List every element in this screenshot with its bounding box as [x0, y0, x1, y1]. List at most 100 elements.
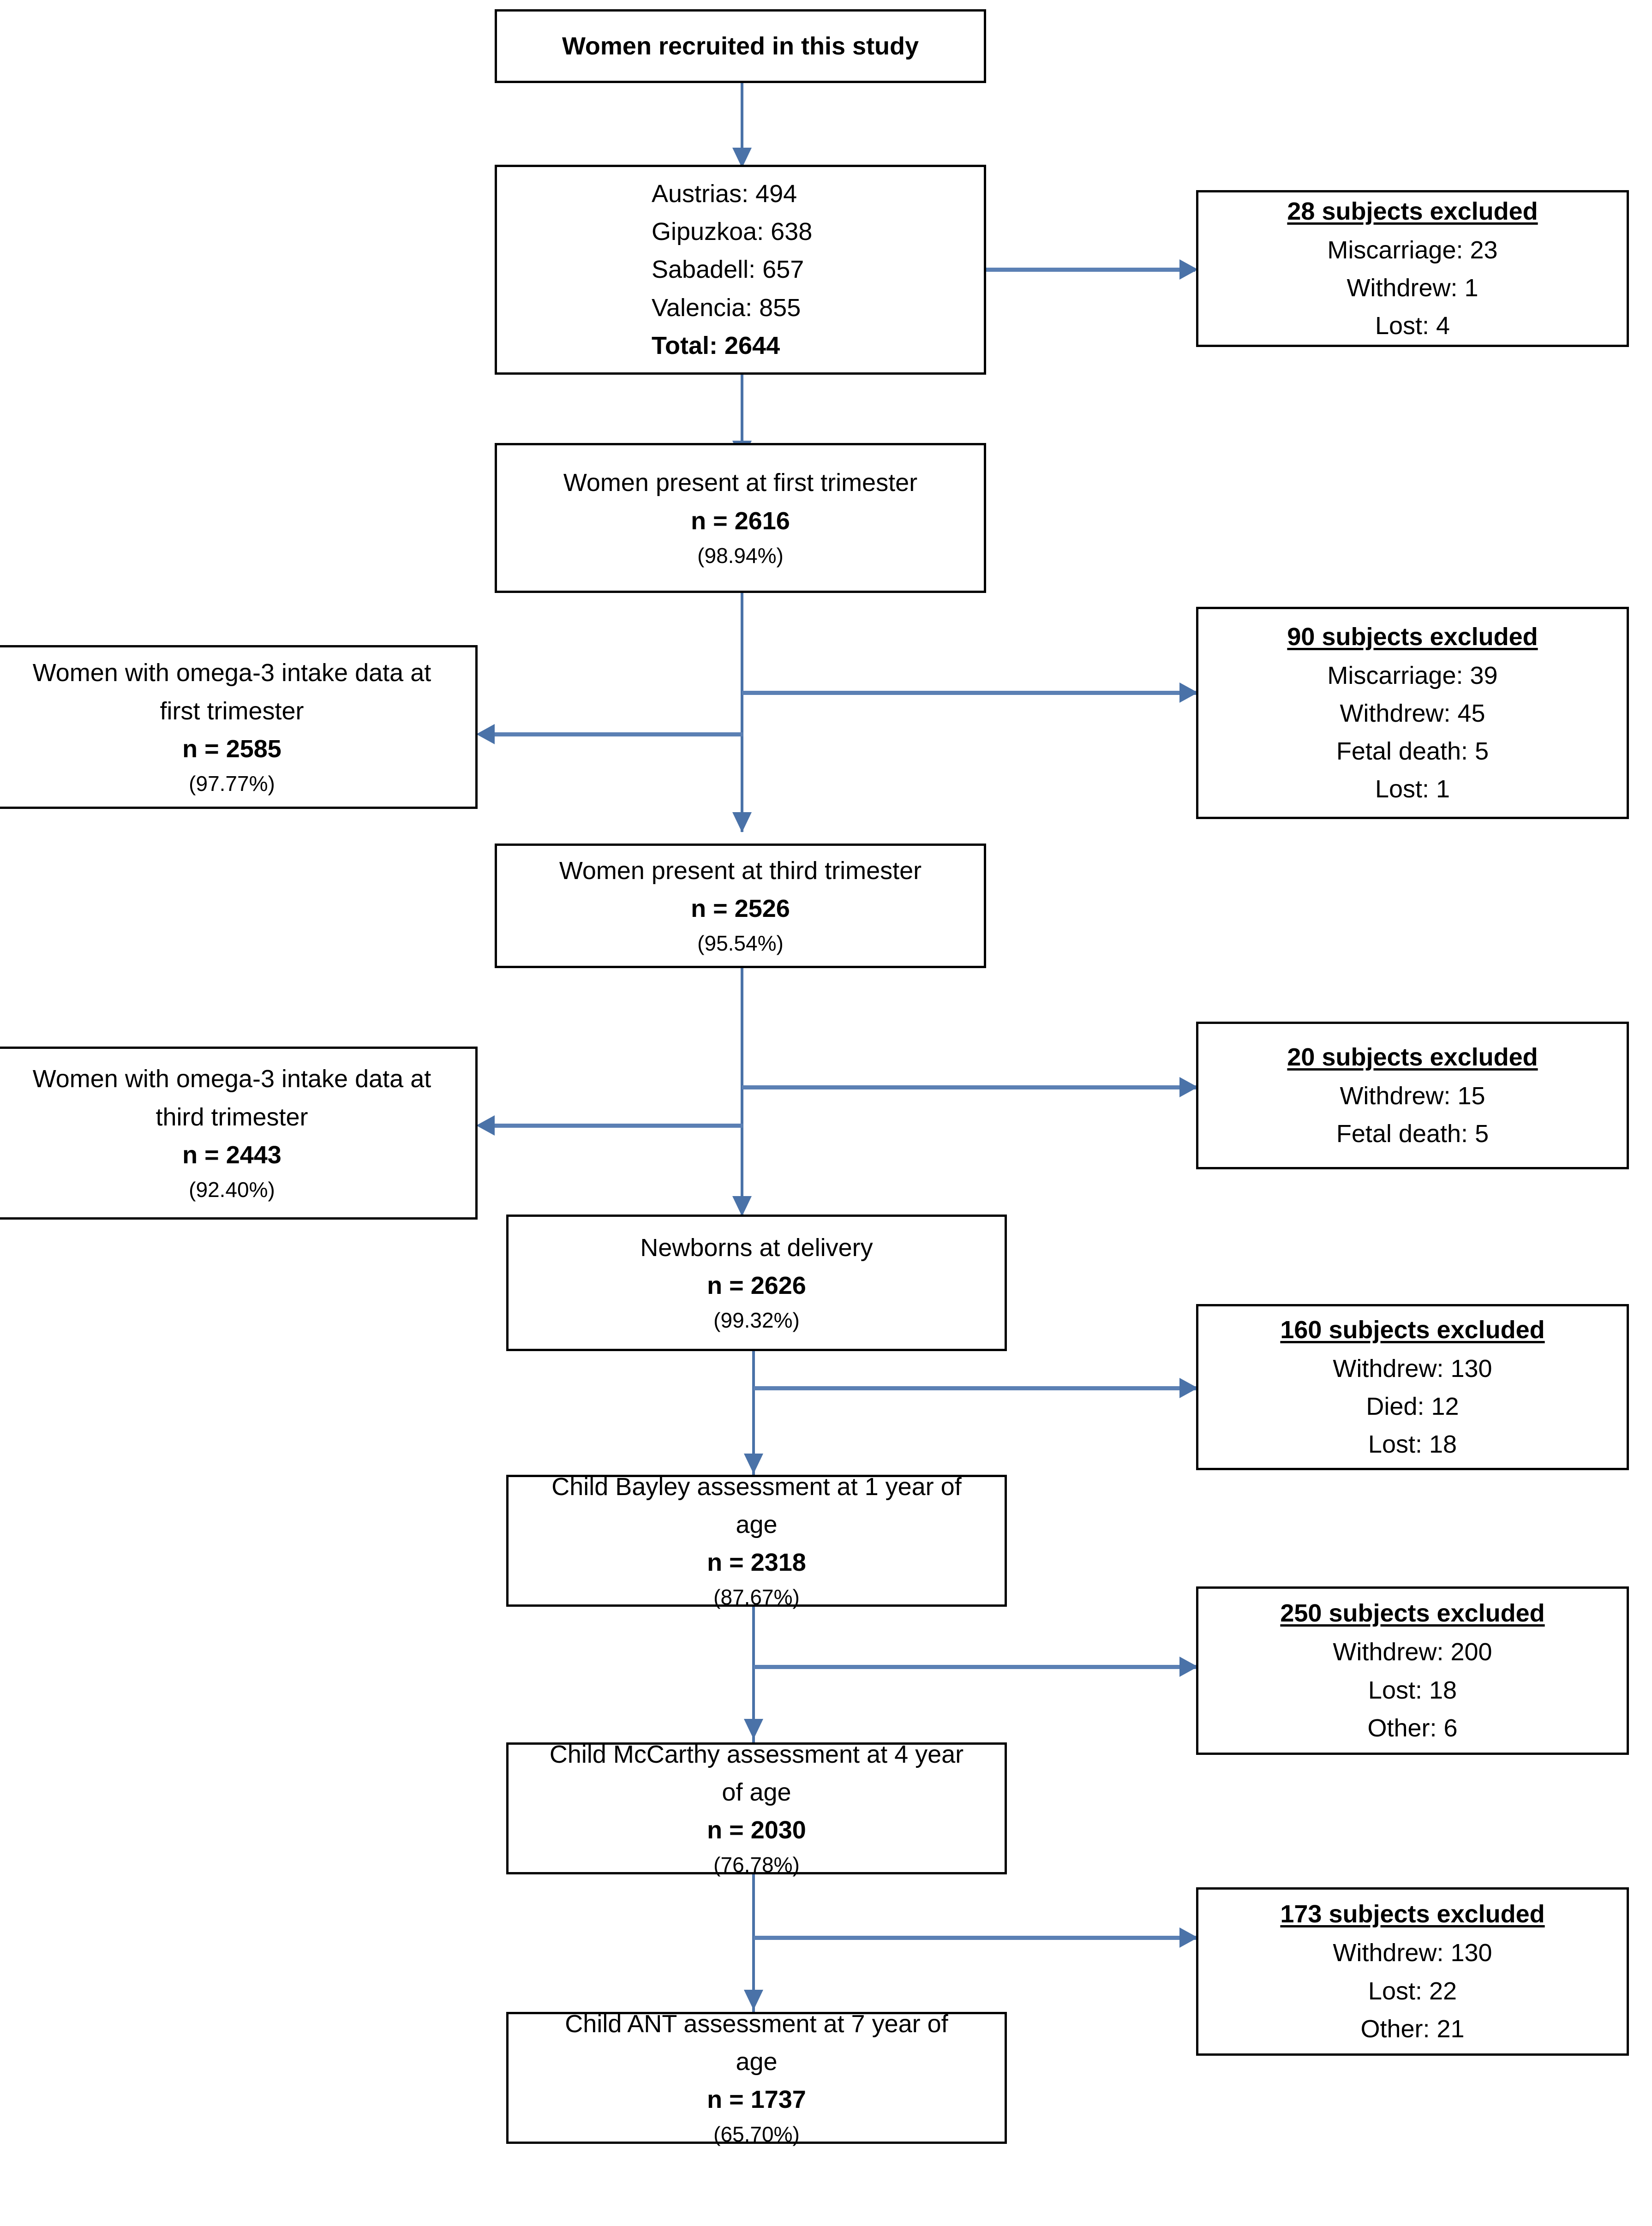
first-trimester-n: n = 2616	[691, 507, 790, 535]
arrow-right-to-excl90	[1179, 682, 1198, 703]
box-excluded-250[interactable]: 250 subjects excluded Withdrew: 200 Lost…	[1196, 1586, 1629, 1755]
newborns-label: Newborns at delivery	[640, 1233, 873, 1262]
first-trimester-pct: (98.94%)	[697, 543, 784, 568]
omega3-third-pct: (92.40%)	[189, 1177, 275, 1202]
connector-branch-to-omega3-third	[495, 1124, 743, 1128]
box-excluded-90[interactable]: 90 subjects excluded Miscarriage: 39 Wit…	[1196, 607, 1629, 819]
excluded-173-heading: 173 subjects excluded	[1280, 1900, 1545, 1928]
box-excluded-160[interactable]: 160 subjects excluded Withdrew: 130 Died…	[1196, 1304, 1629, 1470]
arrow-right-to-excl20	[1179, 1077, 1198, 1097]
arrow-down-to-bayley	[744, 1454, 763, 1474]
excluded-90-heading: 90 subjects excluded	[1287, 622, 1538, 651]
connector-third-trimester-to-newborns	[741, 967, 743, 1216]
bayley-label-line2: age	[736, 1511, 778, 1539]
third-trimester-n: n = 2526	[691, 895, 790, 923]
excluded-90-item-fetal-death: Fetal death: 5	[1336, 737, 1489, 766]
box-omega3-first-trimester[interactable]: Women with omega-3 intake data at first …	[0, 645, 478, 809]
box-excluded-173[interactable]: 173 subjects excluded Withdrew: 130 Lost…	[1196, 1887, 1629, 2056]
connector-bayley-to-mccarthy	[752, 1605, 755, 1743]
arrow-right-to-excl250	[1179, 1657, 1198, 1677]
mccarthy-label-line1: Child McCarthy assessment at 4 year	[549, 1740, 964, 1768]
connector-branch-to-excl20	[742, 1085, 1197, 1089]
excluded-20-heading: 20 subjects excluded	[1287, 1043, 1538, 1071]
connector-branch-to-excl160	[754, 1386, 1197, 1390]
excluded-28-item-withdrew: Withdrew: 1	[1347, 274, 1478, 302]
box-centres-breakdown[interactable]: Austrias: 494 Gipuzkoa: 638 Sabadell: 65…	[495, 165, 986, 375]
excluded-160-item-lost: Lost: 18	[1368, 1430, 1457, 1459]
box-women-recruited-line1: Women recruited in this study	[562, 32, 919, 60]
arrow-down-to-third-trimester	[732, 812, 752, 832]
arrow-right-to-excl173	[1179, 1927, 1198, 1948]
arrow-left-to-omega3-third	[476, 1115, 495, 1136]
excluded-20-item-withdrew: Withdrew: 15	[1340, 1082, 1485, 1110]
excluded-250-heading: 250 subjects excluded	[1280, 1599, 1545, 1628]
arrow-left-to-omega3-first	[476, 724, 495, 744]
box-ant-assessment[interactable]: Child ANT assessment at 7 year of age n …	[506, 2010, 1007, 2146]
newborns-pct: (99.32%)	[713, 1308, 800, 1333]
centre-gipuzkoa: Gipuzkoa: 638	[652, 218, 813, 246]
excluded-90-item-lost: Lost: 1	[1375, 775, 1450, 803]
box-mccarthy-assessment[interactable]: Child McCarthy assessment at 4 year of a…	[506, 1741, 1007, 1877]
ant-label-line2: age	[736, 2048, 778, 2076]
box-women-recruited[interactable]: Women recruited in this study	[495, 9, 986, 83]
ant-label-line1: Child ANT assessment at 7 year of	[565, 2010, 948, 2038]
omega3-first-label-line1: Women with omega-3 intake data at	[32, 659, 431, 687]
excluded-250-item-withdrew: Withdrew: 200	[1333, 1638, 1492, 1666]
excluded-173-item-other: Other: 21	[1360, 2015, 1465, 2043]
connector-centres-to-excl28	[985, 268, 1195, 272]
connector-branch-to-omega3-first	[495, 732, 743, 736]
first-trimester-label: Women present at first trimester	[563, 469, 918, 497]
box-newborns-at-delivery[interactable]: Newborns at delivery n = 2626 (99.32%)	[506, 1215, 1007, 1351]
third-trimester-label: Women present at third trimester	[559, 856, 922, 885]
connector-branch-to-excl90	[742, 691, 1197, 695]
connector-mccarthy-to-ant	[752, 1873, 755, 2014]
omega3-third-label-line1: Women with omega-3 intake data at	[32, 1065, 431, 1093]
arrow-down-to-newborns	[732, 1196, 752, 1216]
excluded-160-heading: 160 subjects excluded	[1280, 1316, 1545, 1344]
arrow-down-to-centres	[732, 148, 752, 168]
connector-recruited-to-centres	[741, 81, 743, 152]
bayley-label-line1: Child Bayley assessment at 1 year of	[551, 1472, 962, 1501]
omega3-third-n: n = 2443	[182, 1141, 281, 1169]
excluded-28-heading: 28 subjects excluded	[1287, 197, 1538, 225]
arrow-right-to-excl28	[1179, 259, 1198, 280]
excluded-160-item-withdrew: Withdrew: 130	[1333, 1354, 1492, 1382]
centre-total: Total: 2644	[652, 331, 780, 359]
bayley-n: n = 2318	[707, 1549, 806, 1577]
excluded-173-item-withdrew: Withdrew: 130	[1333, 1939, 1492, 1967]
arrow-down-to-mccarthy	[744, 1719, 763, 1739]
box-excluded-28[interactable]: 28 subjects excluded Miscarriage: 23 Wit…	[1196, 190, 1629, 347]
excluded-90-item-miscarriage: Miscarriage: 39	[1327, 661, 1498, 689]
third-trimester-pct: (95.54%)	[697, 931, 784, 956]
excluded-20-item-fetal-death: Fetal death: 5	[1336, 1120, 1489, 1148]
excluded-250-item-other: Other: 6	[1367, 1714, 1458, 1742]
connector-branch-to-excl173	[754, 1936, 1197, 1940]
connector-newborns-to-bayley	[752, 1351, 755, 1478]
omega3-first-label-line2: first trimester	[160, 697, 304, 725]
box-excluded-20[interactable]: 20 subjects excluded Withdrew: 15 Fetal …	[1196, 1022, 1629, 1169]
box-third-trimester[interactable]: Women present at third trimester n = 252…	[495, 844, 986, 968]
excluded-160-item-died: Died: 12	[1366, 1393, 1459, 1420]
arrow-right-to-excl160	[1179, 1378, 1198, 1398]
box-bayley-assessment[interactable]: Child Bayley assessment at 1 year of age…	[506, 1473, 1007, 1609]
omega3-third-label-line2: third trimester	[156, 1103, 308, 1131]
centre-valencia: Valencia: 855	[652, 293, 801, 322]
excluded-90-item-withdrew: Withdrew: 45	[1340, 699, 1485, 727]
bayley-pct: (87.67%)	[713, 1585, 800, 1610]
mccarthy-n: n = 2030	[707, 1816, 806, 1844]
mccarthy-pct: (76.78%)	[713, 1853, 800, 1877]
omega3-first-n: n = 2585	[182, 735, 281, 763]
omega3-first-pct: (97.77%)	[189, 771, 275, 796]
ant-pct: (65.70%)	[713, 2122, 800, 2147]
box-omega3-third-trimester[interactable]: Women with omega-3 intake data at third …	[0, 1047, 478, 1220]
ant-n: n = 1737	[707, 2086, 806, 2114]
excluded-28-item-lost: Lost: 4	[1375, 312, 1450, 340]
excluded-250-item-lost: Lost: 18	[1368, 1676, 1457, 1704]
arrow-down-to-ant	[744, 1990, 763, 2010]
centre-sabadell: Sabadell: 657	[652, 256, 804, 284]
newborns-n: n = 2626	[707, 1272, 806, 1300]
excluded-28-item-miscarriage: Miscarriage: 23	[1327, 236, 1498, 264]
mccarthy-label-line2: of age	[722, 1778, 791, 1807]
box-first-trimester[interactable]: Women present at first trimester n = 261…	[495, 443, 986, 593]
